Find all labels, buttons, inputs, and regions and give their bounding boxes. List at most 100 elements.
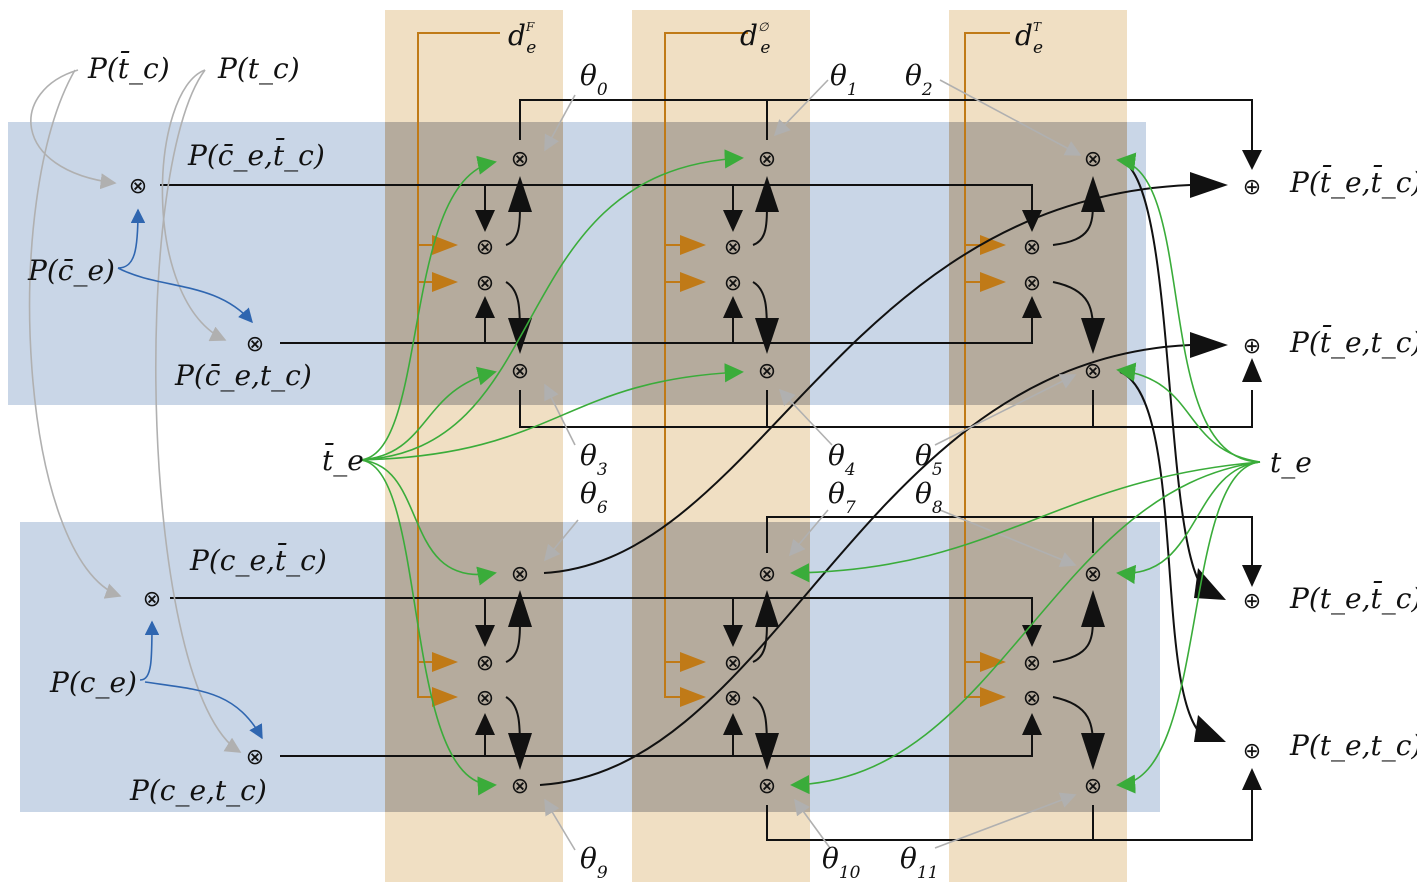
theta-sub: 4 <box>844 460 856 480</box>
multiply-node-13: ⊗ <box>1023 235 1041 260</box>
multiply-node-2: ⊗ <box>143 587 161 612</box>
theta-sub: 5 <box>932 460 943 480</box>
output-te-tc-bar: P(t_e,t̄_c) <box>1289 580 1417 615</box>
multiply-node-20: ⊗ <box>758 562 776 587</box>
add-node-2: ⊕ <box>1243 589 1261 614</box>
theta-sub: 10 <box>839 863 861 883</box>
multiply-node-14: ⊗ <box>1023 271 1041 296</box>
multiply-node-6: ⊗ <box>476 271 494 296</box>
multiply-node-24: ⊗ <box>1084 562 1102 587</box>
multiply-node-18: ⊗ <box>476 686 494 711</box>
label-p-ce-tc: P(c_e,t_c) <box>129 774 267 807</box>
theta-label-theta10: θ10 <box>822 842 861 883</box>
theta-label-theta9: θ9 <box>580 842 608 883</box>
overlap-3-bottom <box>949 522 1127 812</box>
d-label-sup: T <box>1033 20 1042 34</box>
label-te: t_e <box>1270 446 1312 479</box>
overlap-1-top <box>385 122 563 405</box>
theta-base: θ <box>900 842 917 875</box>
add-node-0: ⊕ <box>1243 175 1261 200</box>
theta-sub: 3 <box>597 460 608 480</box>
d-lines <box>417 32 1010 698</box>
label-te-bar: t̄_e <box>322 442 364 477</box>
theta-sub: 11 <box>917 863 939 883</box>
theta-sub: 2 <box>921 80 933 100</box>
theta-sub: 7 <box>845 498 856 518</box>
d-label-base: d <box>740 19 758 52</box>
label-p-ce-tc-bar: P(c_e,t̄_c) <box>189 542 327 577</box>
theta-sub: 0 <box>597 80 608 100</box>
multiply-node-4: ⊗ <box>511 147 529 172</box>
multiply-node-1: ⊗ <box>246 332 264 357</box>
d-label-sub: e <box>526 38 536 58</box>
theta-label-theta8: θ8 <box>915 477 943 518</box>
overlap-3-top <box>949 122 1127 405</box>
theta-label-theta5: θ5 <box>915 439 943 480</box>
operator-nodes: ⊗⊗⊗⊗⊗⊗⊗⊗⊗⊗⊗⊗⊗⊗⊗⊗⊗⊗⊗⊗⊗⊗⊗⊗⊗⊗⊗⊗⊕⊕⊕⊕ <box>129 147 1261 799</box>
theta-label-theta11: θ11 <box>900 842 939 883</box>
theta-base: θ <box>905 59 922 92</box>
output-te-bar-tc: P(t̄_e,t_c) <box>1289 324 1417 359</box>
theta-base: θ <box>915 477 932 510</box>
theta-sub: 9 <box>597 863 608 883</box>
multiply-node-21: ⊗ <box>724 651 742 676</box>
multiply-node-19: ⊗ <box>511 774 529 799</box>
multiply-node-27: ⊗ <box>1084 774 1102 799</box>
theta-label-theta7: θ7 <box>828 477 856 518</box>
theta-base: θ <box>828 439 845 472</box>
theta-sub: 6 <box>597 498 608 518</box>
multiply-node-11: ⊗ <box>758 359 776 384</box>
multiply-node-8: ⊗ <box>758 147 776 172</box>
green-arrows <box>359 149 1261 796</box>
multiply-node-26: ⊗ <box>1023 686 1041 711</box>
multiply-node-5: ⊗ <box>476 235 494 260</box>
theta-base: θ <box>915 439 932 472</box>
text-labels: P(t̄_c) P(t_c) P(c̄_e) P(c_e) P(c̄_e,t̄_… <box>27 50 1417 807</box>
theta-base: θ <box>830 59 847 92</box>
multiply-node-10: ⊗ <box>724 271 742 296</box>
multiply-node-16: ⊗ <box>511 562 529 587</box>
d-label-sup: F <box>525 20 535 34</box>
d-label-base: d <box>1015 19 1033 52</box>
gray-arrows <box>28 69 1082 851</box>
theta-label-theta6: θ6 <box>580 477 608 518</box>
theta-label-theta2: θ2 <box>905 59 933 100</box>
label-p-ce-bar-tc: P(c̄_e,t_c) <box>174 359 312 392</box>
black-wiring <box>160 99 1253 841</box>
blue-arrows <box>117 208 263 740</box>
theta-base: θ <box>580 439 597 472</box>
d-label-base: d <box>508 19 526 52</box>
multiply-node-3: ⊗ <box>246 745 264 770</box>
label-p-tc: P(t_c) <box>217 52 300 85</box>
add-node-3: ⊕ <box>1243 739 1261 764</box>
multiply-node-12: ⊗ <box>1084 147 1102 172</box>
label-p-ce: P(c_e) <box>49 666 137 699</box>
theta-base: θ <box>580 477 597 510</box>
label-p-ce-bar-tc-bar: P(c̄_e,t̄_c) <box>187 137 325 172</box>
overlap-2-top <box>632 122 810 405</box>
theta-base: θ <box>828 477 845 510</box>
theta-sub: 1 <box>847 80 858 100</box>
theta-label-theta4: θ4 <box>828 439 856 480</box>
d-label-sub: e <box>760 38 770 58</box>
multiply-node-23: ⊗ <box>758 774 776 799</box>
theta-base: θ <box>822 842 839 875</box>
label-p-tc-bar: P(t̄_c) <box>87 50 170 85</box>
multiply-node-17: ⊗ <box>476 651 494 676</box>
add-node-1: ⊕ <box>1243 334 1261 359</box>
multiply-node-15: ⊗ <box>1084 359 1102 384</box>
multiply-node-9: ⊗ <box>724 235 742 260</box>
theta-sub: 8 <box>932 498 943 518</box>
d-label-sup: ∅ <box>758 20 769 34</box>
theta-label-theta0: θ0 <box>580 59 608 100</box>
output-te-tc: P(t_e,t_c) <box>1289 729 1417 762</box>
orange-arrowheads <box>432 235 1006 707</box>
overlap-2-bottom <box>632 522 810 812</box>
theta-label-theta3: θ3 <box>580 439 608 480</box>
label-p-ce-bar: P(c̄_e) <box>27 254 115 287</box>
